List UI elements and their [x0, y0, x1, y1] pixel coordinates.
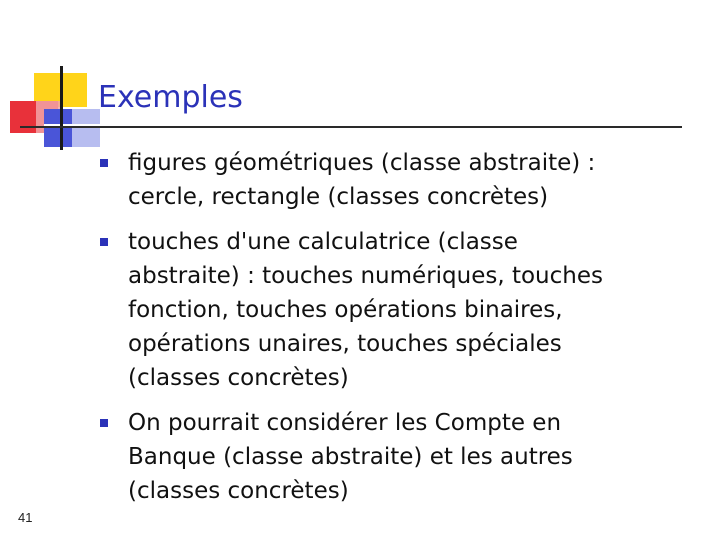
bullet-list: figures géométriques (classe abstraite) …: [98, 146, 678, 519]
bullet-item: figures géométriques (classe abstraite) …: [98, 146, 678, 214]
bullet-item: On pourrait considérer les Compte en Ban…: [98, 406, 678, 508]
deco-vertical-line: [60, 66, 63, 150]
bullet-square-icon: [100, 419, 108, 427]
bullet-text: figures géométriques (classe abstraite) …: [128, 150, 596, 210]
deco-white-gap: [44, 124, 100, 127]
bullet-item: touches d'une calculatrice (classe abstr…: [98, 225, 678, 395]
bullet-square-icon: [100, 238, 108, 246]
slide-title: Exemples: [98, 80, 243, 115]
page-number: 41: [18, 510, 33, 525]
bullet-text: touches d'une calculatrice (classe abstr…: [128, 229, 603, 391]
bullet-text: On pourrait considérer les Compte en Ban…: [128, 410, 573, 504]
bullet-square-icon: [100, 159, 108, 167]
title-underline: [20, 126, 682, 128]
deco-light-blue-square: [72, 109, 100, 147]
corner-decoration: [10, 66, 100, 150]
